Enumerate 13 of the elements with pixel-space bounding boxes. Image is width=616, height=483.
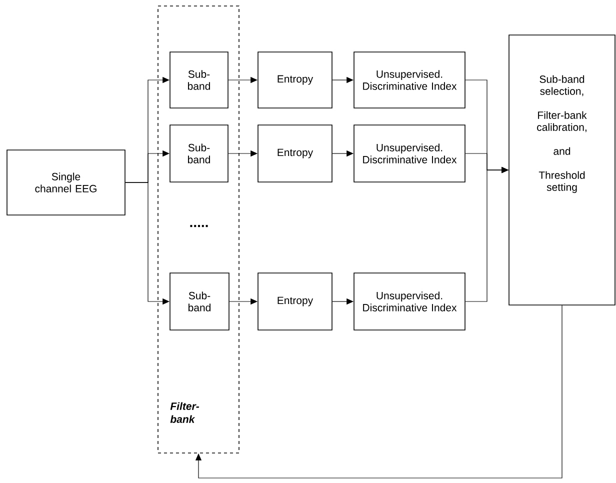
entropy-box: Entropy: [258, 124, 332, 182]
index-box: Unsupervised. Discriminative Index: [354, 124, 466, 182]
selection-box: Sub-band selection, Filter-bank calibration, and Threshold setting: [508, 34, 616, 306]
sub-band-box: Sub-band: [170, 272, 230, 330]
index-box: Unsupervised. Discriminative Index: [354, 272, 466, 330]
input-box: Single channel EEG: [6, 150, 126, 216]
arrow: [195, 305, 562, 478]
sub-band-box: Sub-band: [170, 124, 228, 182]
ellipsis: .....: [190, 224, 208, 228]
entropy-box: Entropy: [258, 272, 332, 330]
entropy-box: Entropy: [258, 52, 332, 108]
index-box: Unsupervised. Discriminative Index: [354, 52, 466, 108]
sub-band-box: Sub-band: [170, 52, 228, 108]
